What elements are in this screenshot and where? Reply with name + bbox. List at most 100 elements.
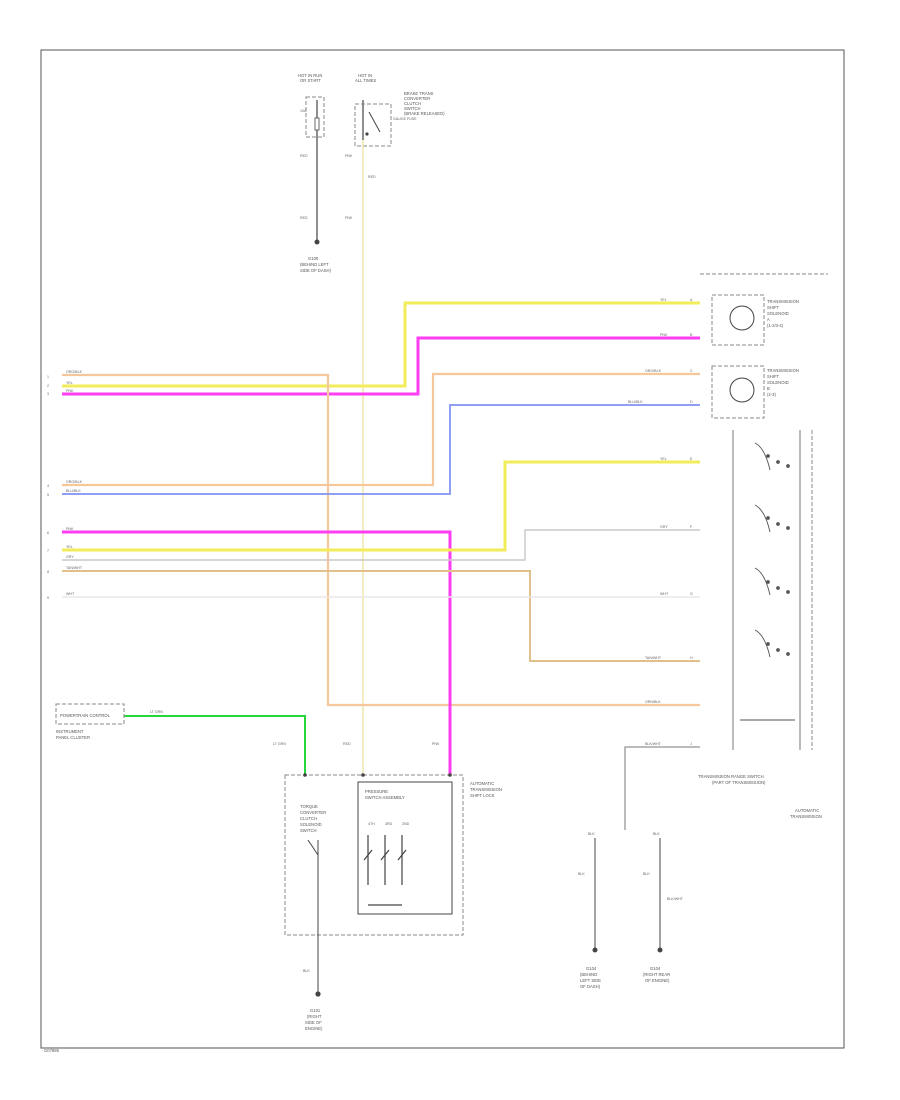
- svg-text:AUTOMATIC: AUTOMATIC: [795, 808, 819, 813]
- svg-text:G104: G104: [650, 966, 661, 971]
- svg-text:LT GRN: LT GRN: [150, 710, 163, 714]
- svg-text:B: B: [690, 333, 693, 337]
- svg-text:F: F: [690, 525, 693, 529]
- svg-text:HOT IN: HOT IN: [358, 73, 372, 78]
- svg-text:SWITCH: SWITCH: [300, 828, 317, 833]
- svg-text:OR START: OR START: [300, 78, 321, 83]
- svg-text:TRANSMISSION RANGE SWITCH: TRANSMISSION RANGE SWITCH: [698, 774, 764, 779]
- svg-text:6: 6: [47, 531, 49, 535]
- transmission-range-switch: TRANSMISSION RANGE SWITCH (PART OF TRANS…: [698, 430, 813, 785]
- switch-contacts-icon: [740, 442, 795, 721]
- svg-text:BLK: BLK: [303, 969, 310, 973]
- svg-text:TRANSMISSION: TRANSMISSION: [790, 814, 822, 819]
- solenoid-b-coil-icon: [729, 377, 755, 403]
- svg-text:ORG/BLK: ORG/BLK: [645, 369, 662, 373]
- svg-text:OF ENGINE): OF ENGINE): [645, 978, 670, 983]
- svg-text:G: G: [690, 592, 693, 596]
- svg-text:4TH: 4TH: [368, 822, 375, 826]
- svg-text:TAN/WHT: TAN/WHT: [645, 656, 662, 660]
- powertrain-control-module: POWERTRAIN CONTROL INSTRUMENT PANEL CLUS…: [55, 703, 440, 746]
- svg-text:POWERTRAIN CONTROL: POWERTRAIN CONTROL: [60, 713, 111, 718]
- wire-pink-a: [62, 336, 700, 396]
- wire-yellow-a: [62, 301, 700, 388]
- right-wire-labels: YEL PNK ORG/BLK BLU/BLK YEL GRY WHT TAN/…: [628, 298, 693, 746]
- ground-sensor-2: BLK BLK BLK/WHT G104 (RIGHT REAR OF ENGI…: [643, 832, 684, 983]
- svg-text:CLUTCH: CLUTCH: [300, 816, 317, 821]
- svg-text:8: 8: [47, 570, 49, 574]
- svg-text:ORG/BLK: ORG/BLK: [66, 480, 83, 484]
- svg-text:ORN/BLK: ORN/BLK: [645, 700, 661, 704]
- svg-text:J: J: [690, 742, 692, 746]
- svg-text:ALL TIMES: ALL TIMES: [355, 78, 376, 83]
- fuse-box: [305, 96, 325, 138]
- tcc-switch-icon: [307, 839, 319, 935]
- ground-sensor-1-icon: [592, 947, 598, 953]
- svg-text:BLK: BLK: [643, 872, 650, 876]
- svg-text:B: B: [767, 386, 770, 391]
- shift-lock-assembly: AUTOMATIC TRANSMISSION SHIFT LOCK TORQUE…: [284, 773, 502, 936]
- svg-text:3: 3: [47, 392, 49, 396]
- svg-text:BLK: BLK: [588, 832, 595, 836]
- wire-pink-b: [62, 530, 452, 775]
- svg-text:CONVERTER: CONVERTER: [404, 96, 430, 101]
- svg-text:C: C: [690, 369, 693, 373]
- svg-text:INSTRUMENT: INSTRUMENT: [56, 729, 84, 734]
- svg-text:BLK/WHT: BLK/WHT: [645, 742, 662, 746]
- svg-text:PNK: PNK: [345, 154, 353, 158]
- svg-text:TRANSMISSION: TRANSMISSION: [470, 787, 502, 792]
- wire-blue: [62, 404, 700, 495]
- brake-switch-box: [354, 103, 392, 147]
- svg-text:(1-2/3-4): (1-2/3-4): [767, 323, 784, 328]
- svg-text:TORQUE: TORQUE: [300, 804, 318, 809]
- svg-text:WHT: WHT: [660, 592, 669, 596]
- svg-text:(BEHIND LEFT: (BEHIND LEFT: [300, 262, 329, 267]
- wire-orange-a: [62, 373, 700, 707]
- svg-text:1: 1: [47, 375, 49, 379]
- svg-text:SHIFT LOCK: SHIFT LOCK: [470, 793, 495, 798]
- ground-sensor-1: BLK BLK G104 (BEHIND LEFT SIDE OF DASH): [578, 832, 601, 989]
- svg-text:7: 7: [47, 549, 49, 553]
- svg-text:SHIFT: SHIFT: [767, 374, 780, 379]
- wire-yellow-b: [62, 460, 700, 552]
- svg-text:A: A: [767, 317, 770, 322]
- shift-solenoid-b: TRANSMISSION SHIFT SOLENOID B (2-3): [711, 365, 799, 419]
- svg-text:D: D: [690, 400, 693, 404]
- svg-text:YEL: YEL: [66, 381, 73, 385]
- svg-text:9: 9: [47, 596, 49, 600]
- svg-text:SOLENOID: SOLENOID: [767, 311, 789, 316]
- left-labels: ORG/BLK YEL PNK ORG/BLK BLU/BLK PNK YEL …: [47, 370, 83, 600]
- svg-text:GRY: GRY: [66, 555, 74, 559]
- svg-text:4: 4: [47, 484, 49, 488]
- svg-text:YEL: YEL: [66, 545, 73, 549]
- svg-text:(RIGHT: (RIGHT: [307, 1014, 322, 1019]
- svg-text:HOT IN RUN: HOT IN RUN: [298, 73, 322, 78]
- svg-text:BLK: BLK: [653, 832, 660, 836]
- svg-text:TRANSMISSION: TRANSMISSION: [767, 368, 799, 373]
- svg-text:H: H: [690, 656, 693, 660]
- wire-gray: [62, 529, 700, 561]
- svg-text:G101: G101: [310, 1008, 321, 1013]
- svg-text:RED: RED: [300, 154, 308, 158]
- brake-switch-contact: [368, 111, 381, 133]
- svg-text:2ND: 2ND: [402, 822, 410, 826]
- svg-text:AUTOMATIC: AUTOMATIC: [470, 781, 494, 786]
- svg-text:ENGINE): ENGINE): [305, 1026, 323, 1031]
- diagram-frame: [40, 49, 845, 1049]
- svg-text:BRAKE TRANS: BRAKE TRANS: [404, 91, 434, 96]
- svg-text:SOLENOID: SOLENOID: [300, 822, 322, 827]
- svg-text:LT GRN: LT GRN: [273, 742, 286, 746]
- ground-top-icon: [314, 239, 320, 245]
- svg-text:TAN/WHT: TAN/WHT: [66, 566, 83, 570]
- svg-text:PNK: PNK: [66, 389, 74, 393]
- diagram-id: G07886: [44, 1048, 60, 1053]
- svg-text:10A: 10A: [300, 109, 307, 113]
- svg-text:PNK: PNK: [66, 527, 74, 531]
- svg-text:G104: G104: [586, 966, 597, 971]
- svg-text:RED: RED: [300, 216, 308, 220]
- svg-text:SOLENOID: SOLENOID: [767, 380, 789, 385]
- svg-text:SIDE OF DASH): SIDE OF DASH): [300, 268, 332, 273]
- ground-sensor-2-icon: [657, 947, 663, 953]
- svg-text:RED: RED: [343, 742, 351, 746]
- svg-text:YEL: YEL: [660, 298, 667, 302]
